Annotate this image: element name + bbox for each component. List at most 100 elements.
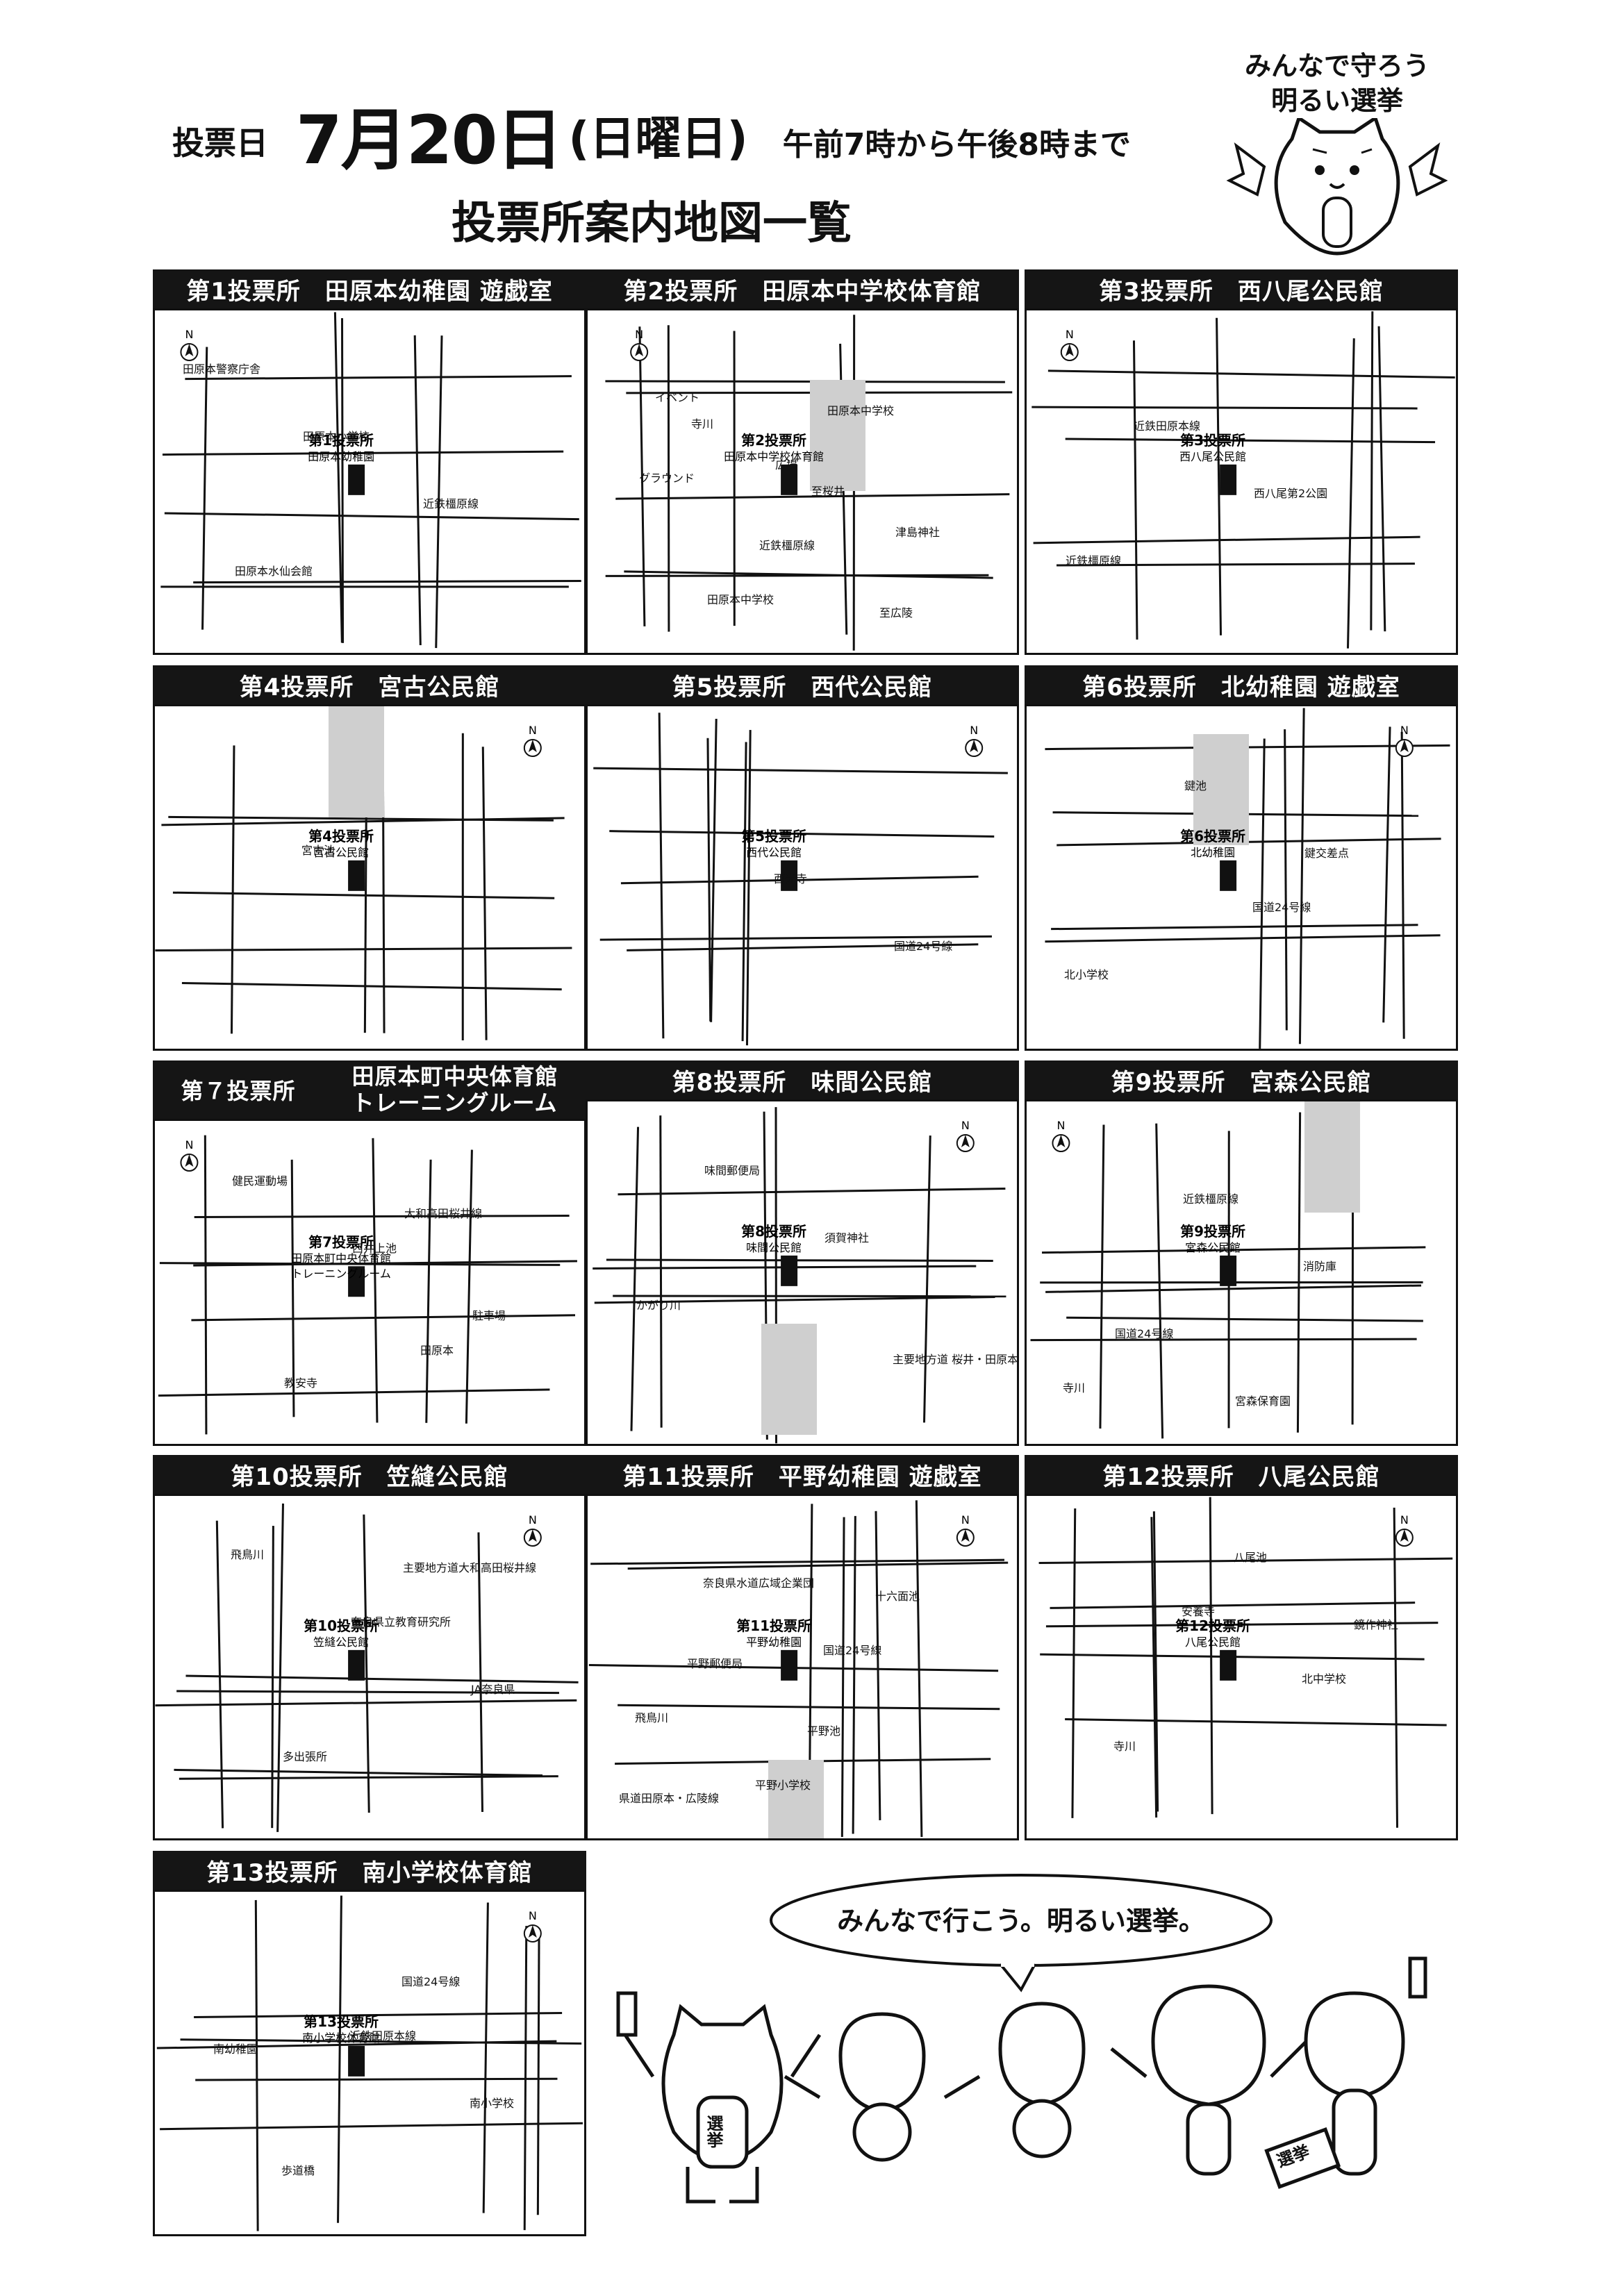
station-sub-label: 八尾公民館	[1185, 1636, 1241, 1649]
speech-bubble-text: みんなで行こう。明るい選挙。	[837, 1906, 1205, 1936]
north-label: N	[1057, 1119, 1065, 1132]
map-landmark-label: 北中学校	[1302, 1672, 1346, 1686]
station-sub-label: 田原本町中央体育館	[291, 1251, 391, 1265]
map-landmark-label: 近鉄橿原線	[1183, 1192, 1238, 1206]
map-landmark-label: 国道24号線	[1115, 1327, 1173, 1340]
election-date-header: 投票日 7月20日 (日曜日) 午前7時から午後8時まで	[172, 97, 1131, 174]
north-arrow-icon: N	[965, 724, 984, 757]
map-landmark-label: 味間郵便局	[704, 1164, 760, 1177]
pond-area	[761, 1324, 817, 1435]
map-landmark-label: 十六面池	[875, 1590, 920, 1603]
station-sub-label: 西八尾公民館	[1179, 450, 1246, 463]
map-landmark-label: 西八尾第2公園	[1254, 487, 1327, 500]
north-arrow-icon: N	[956, 1513, 975, 1547]
north-label: N	[185, 1138, 193, 1151]
map-landmark-label: イベント	[655, 391, 699, 404]
panel-title: 第７投票所田原本町中央体育館トレーニングルーム	[153, 1060, 586, 1119]
polling-station-marker	[781, 1255, 798, 1286]
station-sub-label: 平野幼稚園	[746, 1636, 802, 1649]
map-landmark-label: 寺川	[1063, 1381, 1085, 1395]
north-arrow-icon: N	[956, 1119, 975, 1152]
map-drawing: N第7投票所田原本町中央体育館トレーニングルーム田原本健民運動場西井上池駐車場教…	[158, 1135, 577, 1435]
station-sub-label: 南小学校体育館	[302, 2031, 380, 2045]
north-arrow-icon: N	[1052, 1119, 1070, 1152]
panel-title: 第10投票所 笠縫公民館	[153, 1455, 586, 1494]
station-sub-label: 笠縫公民館	[313, 1636, 369, 1649]
map-landmark-label: 多出張所	[283, 1750, 327, 1763]
map-landmark-label: 教安寺	[284, 1376, 317, 1390]
north-label: N	[1400, 724, 1409, 737]
station-sub-label: 田原本幼稚園	[308, 450, 374, 463]
map-landmark-label: 寺川	[691, 417, 713, 431]
station-label: 第5投票所	[741, 828, 806, 845]
slogan-line1: みんなで守ろう	[1244, 51, 1430, 81]
map-landmark-label: かがり川	[636, 1299, 681, 1312]
station-label: 第2投票所	[741, 432, 806, 449]
map-landmark-label: 鏡作神社	[1354, 1618, 1398, 1631]
map-landmark-label: 田原本警察庁舎	[183, 363, 260, 376]
date-label: 投票日	[172, 124, 268, 162]
map-landmark-label: 奈良県立教育研究所	[351, 1615, 451, 1629]
map-landmark-label: 県道田原本・広陵線	[619, 1792, 719, 1805]
polling-station-marker	[348, 2045, 365, 2077]
panel-title: 第2投票所 田原本中学校体育館	[586, 269, 1019, 308]
mascot-group-illustration: みんなで行こう。明るい選挙。 選挙 選挙	[611, 1868, 1431, 2229]
station-sub-label: 田原本中学校体育館	[724, 450, 824, 463]
map-landmark-label: グラウンド	[639, 472, 695, 485]
north-arrow-icon: N	[1395, 724, 1414, 757]
station-sub-label: 西代公民館	[746, 846, 802, 859]
map-landmark-label: 平野郵便局	[687, 1657, 743, 1670]
pond-area	[810, 380, 865, 491]
station-label: 第13投票所	[304, 2013, 379, 2030]
map-landmark-label: JA奈良県	[470, 1683, 515, 1696]
north-arrow-icon: N	[180, 1138, 199, 1172]
panel-title: 第5投票所 西代公民館	[586, 665, 1019, 704]
panel-title: 第11投票所 平野幼稚園 遊戯室	[586, 1455, 1019, 1494]
map-landmark-label: 大和高田桜井線	[404, 1207, 482, 1220]
polling-station-marker	[348, 464, 365, 495]
north-arrow-icon: N	[1395, 1513, 1414, 1547]
map-landmark-label: 津島神社	[895, 526, 940, 539]
station-label: 第3投票所	[1180, 432, 1245, 449]
panel-title: 第4投票所 宮古公民館	[153, 665, 586, 704]
polling-station-marker	[348, 1266, 365, 1297]
map-landmark-label: 南小学校	[470, 2097, 514, 2110]
station-label: 第8投票所	[741, 1223, 806, 1240]
map-landmark-label: 安養寺	[1182, 1605, 1215, 1618]
map-landmark-label: 田原本小学校	[303, 430, 370, 443]
map-landmark-label: 宮古池	[301, 844, 335, 857]
north-label: N	[635, 328, 643, 341]
north-arrow-icon: N	[523, 1513, 542, 1547]
panel-title: 第1投票所 田原本幼稚園 遊戯室	[153, 269, 586, 308]
map-landmark-label: 八尾池	[1234, 1551, 1267, 1564]
north-label: N	[970, 724, 978, 737]
panel-title: 第9投票所 宮森公民館	[1025, 1060, 1458, 1099]
station-sub-label: 宮古公民館	[313, 846, 369, 859]
map-landmark-label: 田原本中学校	[707, 593, 774, 606]
station-label: 第9投票所	[1180, 1223, 1245, 1240]
polling-station-marker	[781, 464, 798, 495]
map-landmark-label: 鍵池	[1184, 779, 1207, 792]
polling-station-marker	[1220, 1255, 1237, 1286]
polling-station-marker	[1220, 860, 1237, 891]
station-label: 第4投票所	[308, 828, 374, 845]
map-landmark-label: 近鉄田原本線	[1134, 419, 1200, 433]
map-landmark-label: 西井上池	[352, 1242, 397, 1255]
sign-text-1: 選挙	[704, 2115, 723, 2148]
